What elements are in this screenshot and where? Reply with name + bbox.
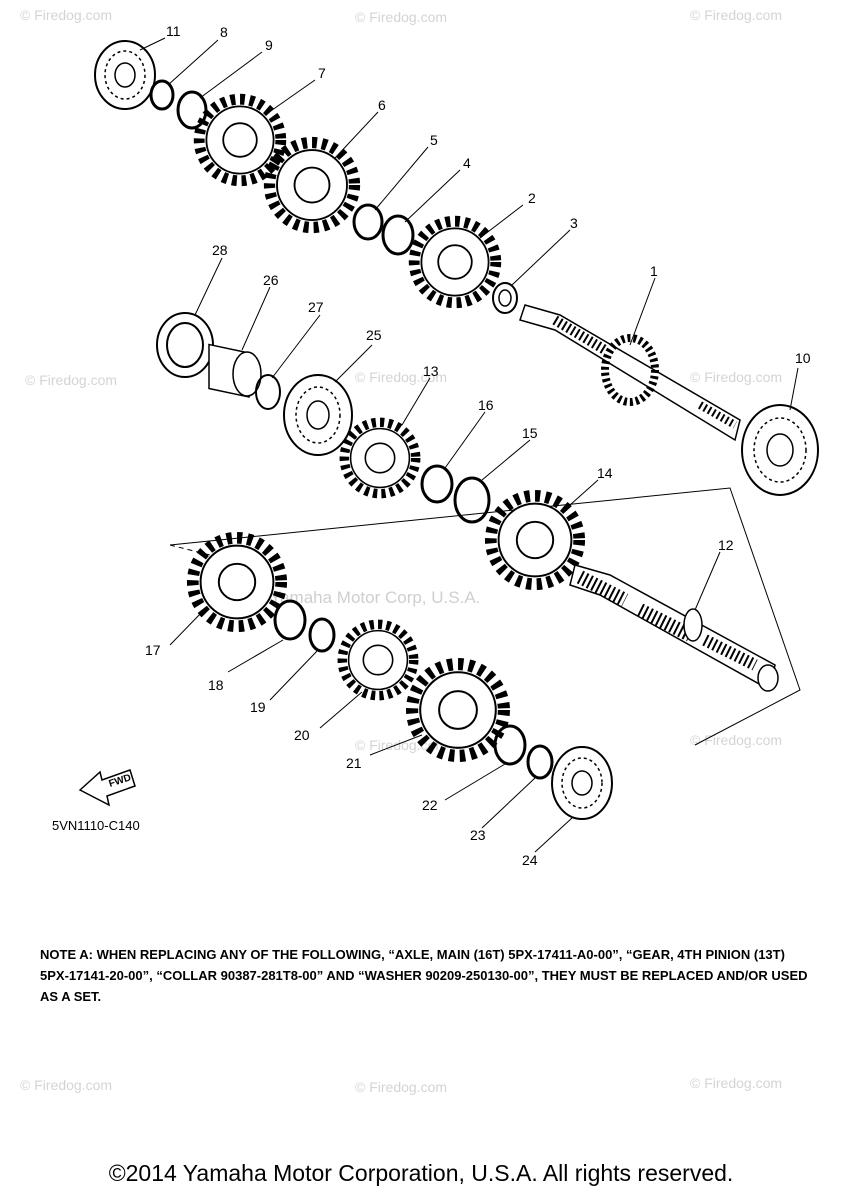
circlip-part-8: [149, 79, 175, 111]
callout-label: 7: [318, 65, 326, 81]
washer-part-22: [493, 724, 527, 766]
exploded-parts-diagram: © Firedog.com © Firedog.com © Firedog.co…: [20, 7, 819, 868]
callout-label: 28: [212, 242, 228, 258]
callout-label: 24: [522, 852, 538, 868]
callout-label: 16: [478, 397, 494, 413]
lower-watermarks: © Firedog.com © Firedog.com © Firedog.co…: [20, 1075, 782, 1095]
callout-label: 17: [145, 642, 161, 658]
callout-label: 11: [166, 23, 181, 39]
watermark-text: © Firedog.com: [355, 1079, 447, 1095]
callout-label: 25: [366, 327, 382, 343]
oil-seal-part-28: [156, 312, 214, 378]
gear-part-2: [414, 221, 496, 303]
callout-label: 3: [570, 215, 578, 231]
bearing-part-24: [551, 746, 613, 820]
callout-label: 15: [522, 425, 538, 441]
set-bracket-outline: [169, 487, 801, 746]
callout-label: 8: [220, 24, 228, 40]
main-axle-part-1: [519, 304, 741, 442]
leader-lines: [139, 37, 799, 853]
callout-label: 6: [378, 97, 386, 113]
callout-label: 9: [265, 37, 273, 53]
callout-label: 23: [470, 827, 486, 843]
gear-part-20: [342, 624, 413, 695]
callout-label: 2: [528, 190, 536, 206]
watermark-text: © Firedog.com: [690, 369, 782, 385]
callout-label: 20: [294, 727, 310, 743]
callout-label: 10: [795, 350, 811, 366]
gear-part-7: [199, 99, 281, 181]
diagram-code: 5VN1110-C140: [52, 818, 140, 833]
watermark-text: © Firedog.com: [690, 7, 782, 23]
gear-part-14: [491, 496, 579, 584]
circlip-part-19: [308, 617, 336, 653]
collar-part-26: [208, 343, 262, 398]
callout-labels: 1 2 3 4 5 6 7 8 9 10 11 12 13 14 15 16 1…: [145, 23, 811, 868]
callout-label: 26: [263, 272, 279, 288]
watermark-text: © Firedog.com: [20, 1077, 112, 1093]
watermark-text: © Firedog.com: [355, 369, 447, 385]
callout-label: 19: [250, 699, 266, 715]
callout-label: 1: [650, 263, 658, 279]
bearing-part-25: [283, 374, 353, 456]
gear-part-17: [193, 538, 281, 626]
watermarks: © Firedog.com © Firedog.com © Firedog.co…: [20, 7, 782, 753]
drive-axle-part-12: [569, 564, 779, 692]
washer-part-4: [381, 214, 415, 256]
collar-part-3: [492, 282, 518, 314]
mid-watermark: Yamaha Motor Corp, U.S.A.: [270, 588, 480, 607]
watermark-text: © Firedog.com: [20, 7, 112, 23]
callout-label: 22: [422, 797, 438, 813]
watermark-text: © Firedog.com: [355, 9, 447, 25]
watermark-text: © Firedog.com: [25, 372, 117, 388]
callout-label: 13: [423, 363, 439, 379]
circlip-part-5: [352, 203, 384, 241]
callout-label: 18: [208, 677, 224, 693]
copyright-footer: ©2014 Yamaha Motor Corporation, U.S.A. A…: [108, 1160, 734, 1186]
gear-part-13: [344, 422, 415, 493]
forward-arrow-icon: FWD: [78, 769, 136, 807]
callout-label: 12: [718, 537, 734, 553]
callout-label: 21: [346, 755, 362, 771]
callout-label: 27: [308, 299, 324, 315]
circlip-part-16: [420, 464, 454, 504]
callout-label: 4: [463, 155, 471, 171]
set-bracket-outline: [169, 544, 211, 556]
washer-part-18: [273, 599, 307, 641]
bearing-part-11: [94, 40, 156, 110]
watermark-text: © Firedog.com: [690, 1075, 782, 1091]
bearing-part-10: [741, 404, 819, 496]
callout-label: 14: [597, 465, 613, 481]
circlip-part-23: [526, 744, 554, 780]
o-ring-part-27: [255, 374, 281, 410]
washer-part-15: [453, 476, 491, 524]
note-a-text: NOTE A: WHEN REPLACING ANY OF THE FOLLOW…: [40, 947, 808, 1004]
callout-label: 5: [430, 132, 438, 148]
